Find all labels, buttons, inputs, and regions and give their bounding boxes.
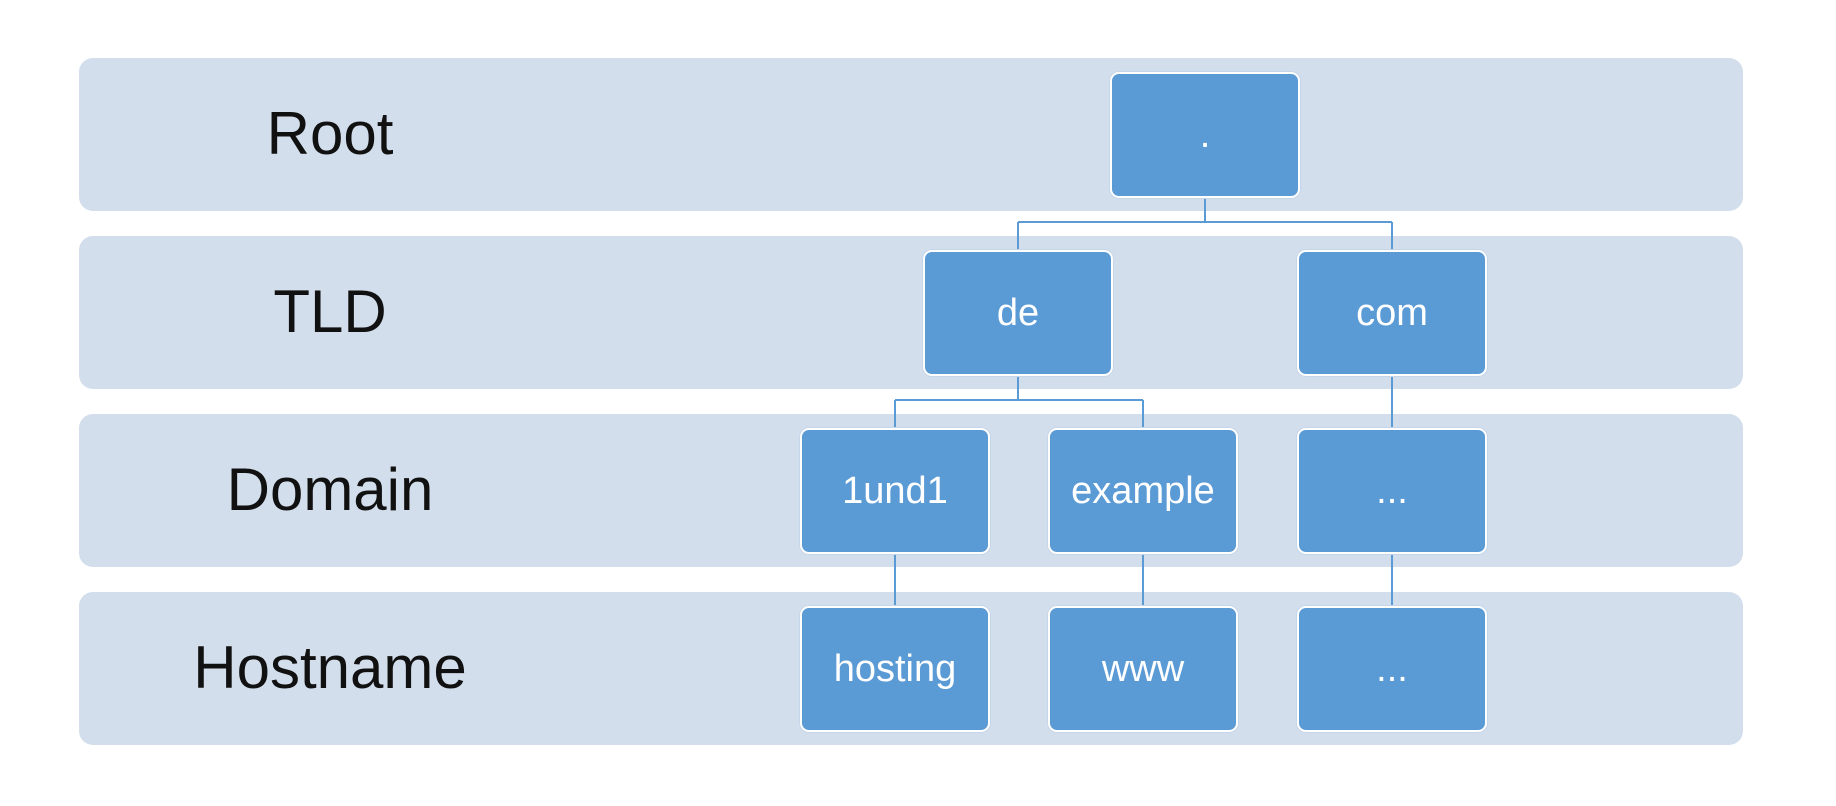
level-label-root: Root	[266, 100, 394, 167]
node-domain-1und1: 1und1	[800, 428, 990, 554]
node-hostname-ellipsis: ...	[1297, 606, 1487, 732]
node-hostname-www: www	[1048, 606, 1238, 732]
level-label-tld: TLD	[273, 278, 387, 345]
node-root: .	[1110, 72, 1300, 198]
level-band-root	[79, 58, 1743, 211]
node-domain-ellipsis: ...	[1297, 428, 1487, 554]
level-label-hostname: Hostname	[193, 634, 467, 701]
node-tld-com: com	[1297, 250, 1487, 376]
node-tld-de: de	[923, 250, 1113, 376]
node-domain-example: example	[1048, 428, 1238, 554]
node-hostname-hosting: hosting	[800, 606, 990, 732]
level-label-domain: Domain	[226, 456, 434, 523]
